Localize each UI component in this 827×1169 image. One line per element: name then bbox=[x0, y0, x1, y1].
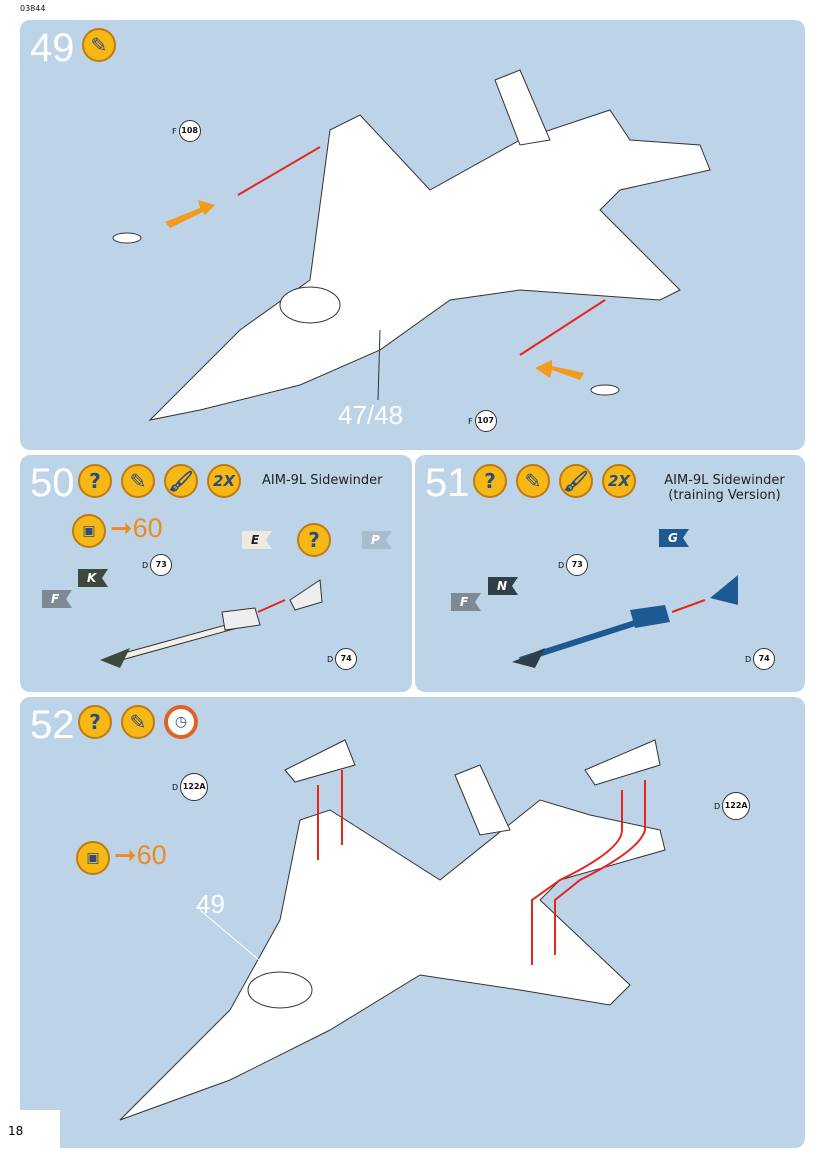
step-number: 52 bbox=[30, 703, 75, 747]
step-title: AIM-9L Sidewinder bbox=[262, 473, 383, 488]
drying-time-clock-icon: ◷ bbox=[164, 705, 198, 739]
document-code: 03844 bbox=[20, 4, 46, 13]
step-number: 50 bbox=[30, 461, 75, 505]
help-icon: ? bbox=[78, 705, 112, 739]
aircraft-step-49 bbox=[148, 69, 711, 421]
color-flag-f: F bbox=[42, 590, 72, 608]
brush-paint-icon: 🖌 bbox=[559, 464, 593, 498]
step-50-panel: 50 ? ✎ 🖌 2X AIM-9L Sidewinder ▣ ➞60 F K … bbox=[20, 455, 412, 692]
view-reference-icon: ▣ bbox=[72, 514, 106, 548]
step-title: AIM-9L Sidewinder(training Version) bbox=[657, 473, 792, 503]
paint-icon: ✎ bbox=[121, 464, 155, 498]
paint-icon: ✎ bbox=[516, 464, 550, 498]
multiplier-badge: 2X bbox=[602, 464, 636, 498]
paint-icon: ✎ bbox=[121, 705, 155, 739]
help-icon: ? bbox=[473, 464, 507, 498]
help-icon: ? bbox=[297, 523, 331, 557]
view-reference-icon: ▣ bbox=[76, 841, 110, 875]
title-line-2: (training Version) bbox=[668, 488, 781, 503]
reference-page: ➞60 bbox=[114, 840, 167, 870]
help-icon: ? bbox=[78, 464, 112, 498]
paint-icon: ✎ bbox=[82, 28, 116, 62]
color-flag-f: F bbox=[451, 593, 481, 611]
subassembly-label: 49 bbox=[196, 889, 225, 919]
missile-step-51 bbox=[512, 575, 738, 668]
multiplier-badge: 2X bbox=[207, 464, 241, 498]
aircraft-step-52 bbox=[119, 739, 666, 1121]
insertion-arrows-52 bbox=[317, 770, 646, 965]
step-51-panel: 51 ? ✎ 🖌 2X AIM-9L Sidewinder(training V… bbox=[415, 455, 805, 692]
color-flag-k: K bbox=[78, 569, 108, 587]
color-flag-n: N bbox=[488, 577, 518, 595]
step-number: 49 bbox=[30, 26, 75, 70]
color-flag-p: P bbox=[362, 531, 392, 549]
color-flag-e: E bbox=[242, 531, 272, 549]
reference-page: ➞60 bbox=[110, 513, 163, 543]
leader-line-49 bbox=[199, 909, 266, 966]
brush-paint-icon: 🖌 bbox=[164, 464, 198, 498]
color-flag-g: G bbox=[659, 529, 689, 547]
page-number: 18 bbox=[0, 1110, 60, 1169]
missile-step-50 bbox=[100, 579, 323, 668]
insertion-arrows-49 bbox=[112, 146, 620, 396]
subassembly-label: 47/48 bbox=[338, 400, 404, 430]
step-number: 51 bbox=[425, 461, 470, 505]
title-line-1: AIM-9L Sidewinder bbox=[664, 473, 785, 488]
